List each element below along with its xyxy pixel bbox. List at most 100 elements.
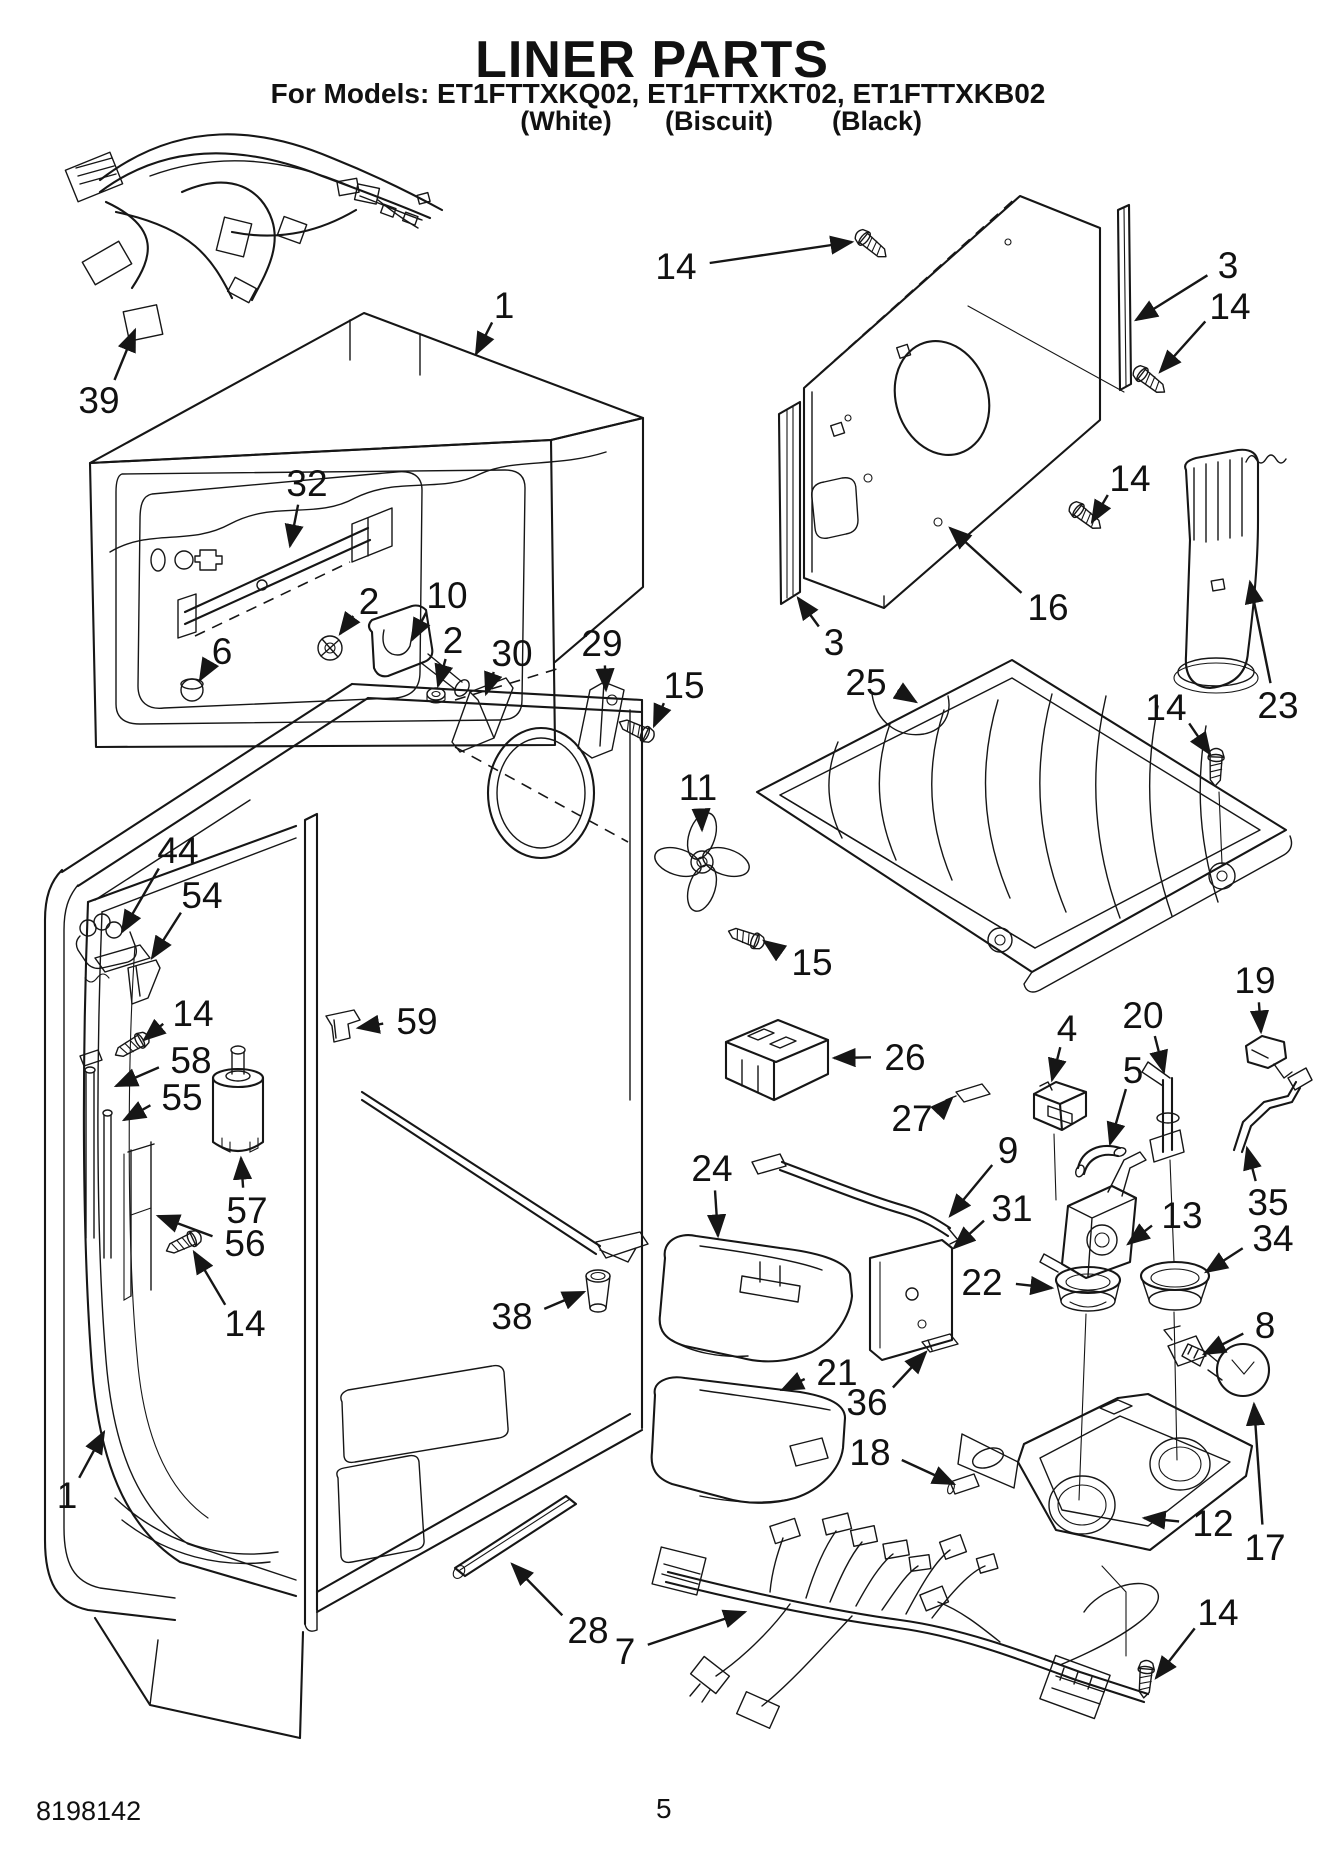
callout-label-18: 18: [849, 1432, 890, 1473]
callout-label-23: 23: [1257, 685, 1298, 726]
callout-leader-56: [155, 1214, 213, 1238]
air-duct-23: [1173, 448, 1287, 694]
callout-leader-14: [1154, 1627, 1196, 1680]
callout-label-58: 58: [170, 1040, 211, 1081]
models-line: For Models: ET1FTTXKQ02, ET1FTTXKT02, ET…: [270, 78, 1046, 109]
callout-leader-3: [1133, 274, 1209, 322]
callout-label-54: 54: [181, 875, 222, 916]
callout-label-28: 28: [567, 1610, 608, 1651]
callout-label-36: 36: [846, 1382, 887, 1423]
wiring-harness-top: [64, 133, 444, 342]
finish-black: (Black): [831, 106, 923, 136]
callout-label-34: 34: [1252, 1218, 1293, 1259]
callout-leader-55: [121, 1101, 151, 1122]
footer-page-number: 5: [656, 1793, 672, 1824]
callout-label-14: 14: [1109, 458, 1150, 499]
callout-label-7: 7: [615, 1631, 636, 1672]
callout-leader-11: [691, 808, 711, 833]
callout-leader-14: [192, 1249, 227, 1306]
callout-label-8: 8: [1255, 1305, 1276, 1346]
callout-leader-14: [1158, 320, 1207, 374]
callout-leader-15: [652, 702, 672, 729]
callout-label-16: 16: [1027, 587, 1068, 628]
callout-leader-7: [647, 1609, 748, 1646]
callout-label-12: 12: [1192, 1503, 1233, 1544]
callout-leader-25: [892, 682, 919, 704]
callout-leader-58: [113, 1066, 160, 1088]
wiring-harness-bottom: [651, 1512, 1159, 1729]
callout-leader-20: [1149, 1035, 1168, 1075]
callout-label-6: 6: [212, 631, 233, 672]
callout-leader-57: [232, 1155, 253, 1188]
callout-leader-3: [796, 596, 820, 628]
callout-label-14: 14: [172, 993, 213, 1034]
callout-leader-59: [355, 1014, 384, 1034]
callout-label-14: 14: [1209, 286, 1250, 327]
callout-label-13: 13: [1161, 1195, 1202, 1236]
callout-leader-14: [709, 235, 855, 265]
callout-leader-29: [595, 665, 615, 693]
callout-leader-35: [1243, 1145, 1262, 1182]
callout-leader-34: [1203, 1247, 1244, 1274]
callout-label-57: 57: [226, 1190, 267, 1231]
callout-label-44: 44: [157, 830, 198, 871]
cabinet: [43, 682, 649, 1740]
callout-label-38: 38: [491, 1296, 532, 1337]
callout-label-2: 2: [359, 581, 380, 622]
callout-label-30: 30: [491, 633, 532, 674]
callout-leader-1: [78, 1429, 106, 1479]
callout-leader-14: [142, 1018, 167, 1042]
callout-leader-32: [284, 504, 304, 549]
fan-ring: [454, 726, 629, 860]
callout-leader-30: [484, 670, 503, 697]
callout-leader-24: [707, 1190, 727, 1239]
callout-leader-26: [831, 1047, 872, 1068]
callout-label-2: 2: [443, 620, 464, 661]
finish-white: (White): [520, 106, 612, 136]
callout-leader-31: [952, 1219, 985, 1250]
callout-leader-28: [510, 1562, 564, 1617]
callout-label-56: 56: [224, 1223, 265, 1264]
callout-label-1: 1: [494, 285, 515, 326]
callout-leader-4: [1047, 1046, 1067, 1083]
callout-leader-22: [1015, 1276, 1055, 1296]
finish-biscuit: (Biscuit): [665, 106, 773, 136]
callout-label-24: 24: [691, 1148, 732, 1189]
callout-label-14: 14: [224, 1303, 265, 1344]
callout-leader-21: [779, 1371, 806, 1392]
callout-label-14: 14: [655, 246, 696, 287]
callout-label-15: 15: [791, 942, 832, 983]
callout-leader-36: [892, 1350, 928, 1389]
callout-label-4: 4: [1057, 1008, 1078, 1049]
callout-leader-19: [1249, 1002, 1270, 1035]
callout-label-21: 21: [816, 1352, 857, 1393]
callout-label-5: 5: [1123, 1050, 1144, 1091]
callout-leader-2: [434, 658, 454, 689]
callout-leader-6: [198, 656, 220, 683]
callout-label-22: 22: [961, 1262, 1002, 1303]
callout-leader-12: [1141, 1510, 1180, 1530]
callout-label-39: 39: [78, 380, 119, 421]
callout-leader-23: [1244, 579, 1272, 684]
callout-leader-5: [1106, 1088, 1128, 1147]
callout-leader-10: [410, 612, 431, 643]
callout-label-10: 10: [426, 575, 467, 616]
callout-leader-2: [338, 610, 361, 636]
callout-leader-17: [1245, 1401, 1266, 1525]
callout-label-15: 15: [663, 665, 704, 706]
callout-label-27: 27: [891, 1098, 932, 1139]
callout-label-59: 59: [396, 1001, 437, 1042]
callout-label-3: 3: [1218, 245, 1239, 286]
liner-top: [88, 311, 645, 749]
callout-label-14: 14: [1197, 1592, 1238, 1633]
callout-label-20: 20: [1122, 995, 1163, 1036]
callout-label-19: 19: [1234, 960, 1275, 1001]
callout-leader-39: [113, 327, 137, 381]
left-column-parts: [75, 913, 611, 1313]
callout-label-1: 1: [57, 1475, 78, 1516]
callout-label-11: 11: [679, 767, 717, 808]
callout-label-35: 35: [1247, 1182, 1288, 1223]
footer-doc-number: 8198142: [36, 1796, 142, 1826]
